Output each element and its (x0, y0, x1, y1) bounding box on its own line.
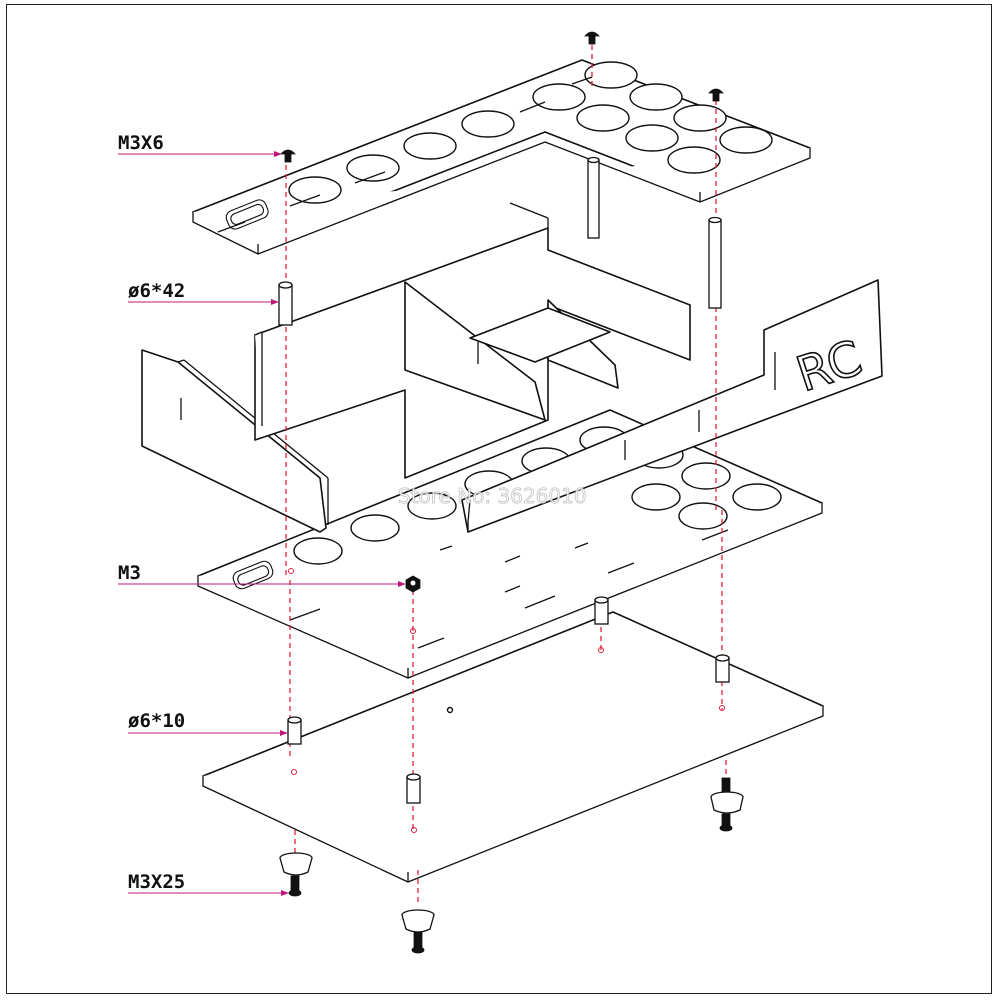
top-plate-holes (288, 61, 773, 204)
middle-plate-slots (289, 529, 729, 649)
foot (279, 852, 313, 897)
divider-panels (404, 281, 619, 421)
long-spacers (278, 156, 722, 326)
rubber-feet (279, 777, 744, 954)
long-spacer (587, 159, 600, 239)
callout-m3x25: M3X25 (128, 871, 289, 896)
short-spacers (287, 596, 730, 804)
label-spacer-short: ø6*10 (128, 710, 185, 732)
foot (401, 909, 435, 954)
short-spacer (406, 776, 421, 804)
callout-spacer-short: ø6*10 (128, 710, 288, 736)
callout-spacer-long: ø6*42 (128, 280, 279, 305)
callout-m3x6: M3X6 (118, 132, 282, 157)
middle-plate-holes (293, 426, 782, 565)
diagram-frame (6, 4, 992, 994)
long-spacer (708, 219, 722, 309)
callout-nut: M3 (118, 562, 406, 587)
top-screws (280, 31, 724, 163)
left-side-panel (141, 349, 329, 533)
base-hole (411, 827, 417, 833)
foot (710, 777, 744, 832)
long-spacer (278, 284, 293, 326)
label-nut: M3 (118, 562, 141, 584)
base-hole (446, 706, 454, 714)
base-hole (291, 769, 297, 775)
label-m3x25: M3X25 (128, 871, 185, 893)
middle-plate (197, 409, 823, 679)
label-spacer-long: ø6*42 (128, 280, 185, 302)
base-plate (202, 611, 824, 883)
m3-nut (405, 575, 421, 593)
store-watermark: Store No: 3626010 (398, 484, 587, 508)
label-m3x6: M3X6 (118, 132, 164, 154)
top-plate (192, 59, 811, 255)
